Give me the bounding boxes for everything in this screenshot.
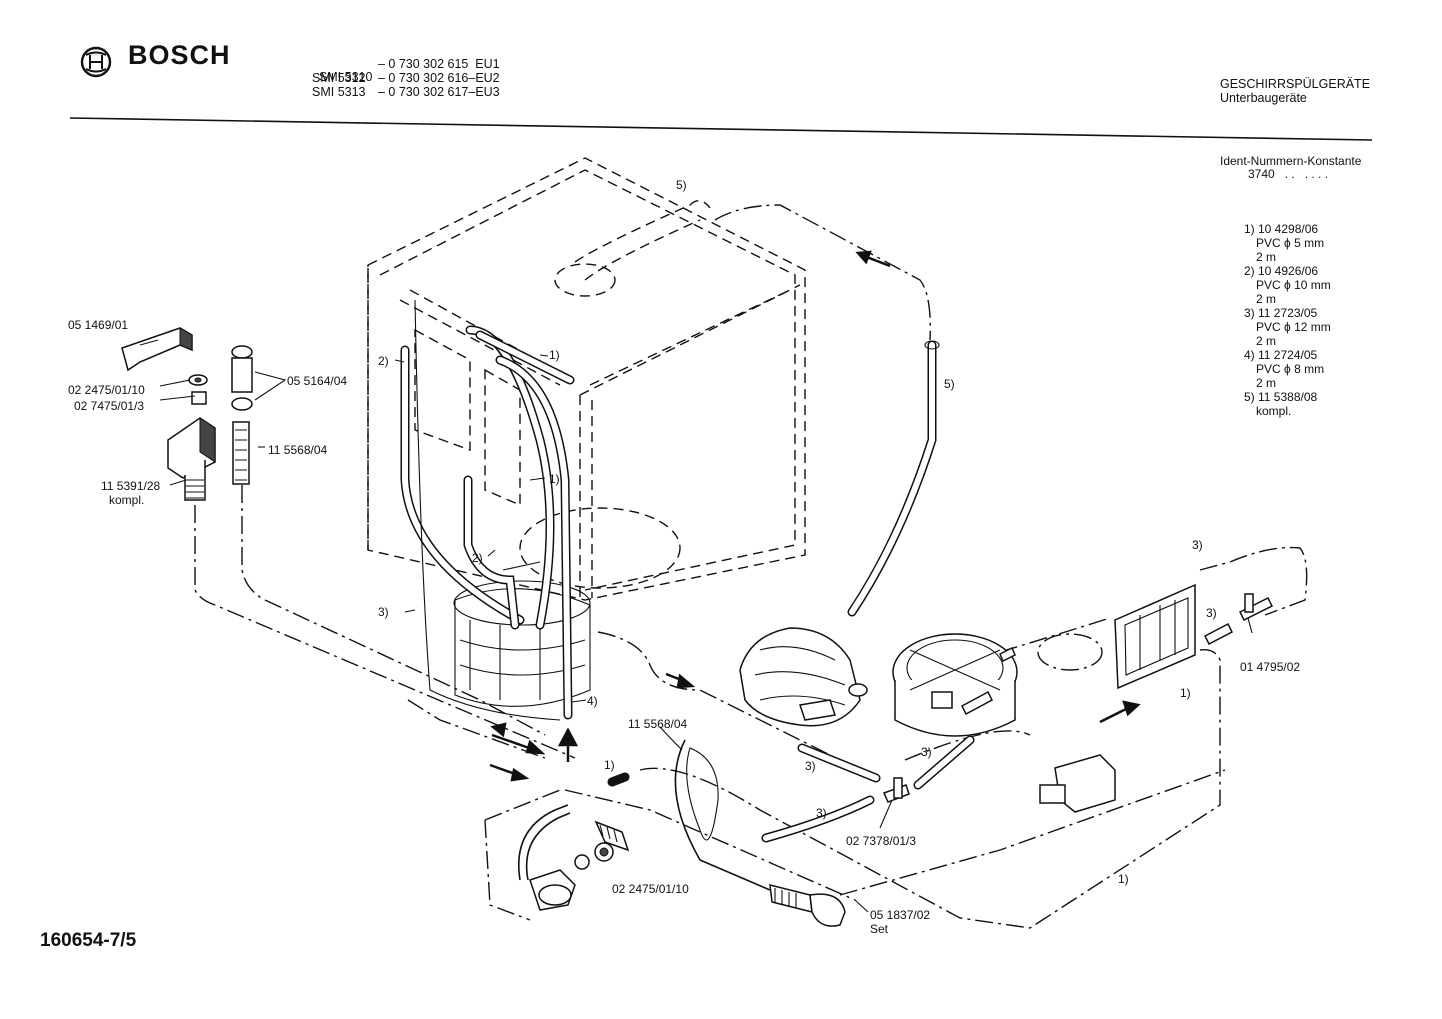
callout-1-mid: 1) bbox=[549, 472, 560, 486]
callout-3-bottom: 3) bbox=[816, 806, 827, 820]
part-label-027378: 02 7378/01/3 bbox=[846, 834, 917, 848]
part-label-115568-top: 11 5568/04 bbox=[268, 443, 328, 457]
callout-1-right: 1) bbox=[1180, 686, 1191, 700]
callout-1-far: 1) bbox=[1118, 872, 1129, 886]
part-label-115391: 11 5391/28 bbox=[101, 479, 161, 493]
tub-outline bbox=[367, 157, 806, 601]
flow-arrows bbox=[489, 672, 1141, 782]
part-label-051837-sub: Set bbox=[870, 922, 889, 936]
legend-key-4: 4) 11 2724/05 bbox=[1244, 348, 1318, 362]
legend-key-2: 2) 10 4926/06 bbox=[1244, 264, 1319, 278]
callout-3-left: 3) bbox=[378, 605, 389, 619]
hose-clamp-part bbox=[121, 327, 193, 372]
model-number-1: – 0 730 302 615 EU1 bbox=[378, 57, 500, 71]
callout-5-right: 5) bbox=[944, 377, 955, 391]
legend-spec-4: PVC ϕ 8 mm bbox=[1256, 362, 1325, 376]
circulation-pump-part bbox=[739, 627, 868, 727]
ident-value: 3740 . . . . . . bbox=[1248, 167, 1329, 181]
part-label-022475-top: 02 2475/01/10 bbox=[68, 383, 145, 397]
legend-len-2: 2 m bbox=[1256, 292, 1277, 306]
sump-assembly bbox=[453, 580, 591, 707]
callout-3-right-mid: 3) bbox=[1206, 606, 1217, 620]
document-number: 160654-7/5 bbox=[40, 930, 137, 951]
heater-sump-part bbox=[892, 633, 1018, 737]
part-label-115568-bottom: 11 5568/04 bbox=[628, 717, 688, 731]
part-label-022475-bottom: 02 2475/01/10 bbox=[612, 882, 689, 896]
model-name: SMI 5310 bbox=[318, 70, 373, 84]
inlet-fitting-part bbox=[518, 804, 630, 911]
legend-spec-3: PVC ϕ 12 mm bbox=[1256, 320, 1331, 334]
part-label-014795: 01 4795/02 bbox=[1240, 660, 1301, 674]
model-line-3: SMI 5313 bbox=[312, 85, 366, 99]
legend-key-3: 3) 11 2723/05 bbox=[1244, 306, 1318, 320]
water-softener-panel-part bbox=[1114, 583, 1196, 690]
connector-sleeve-part bbox=[231, 345, 253, 485]
callout-5-top: 5) bbox=[676, 178, 687, 192]
callout-1-tank: 1) bbox=[549, 348, 560, 362]
legend-spec-1: PVC ϕ 5 mm bbox=[1256, 236, 1325, 250]
callout-2-left: 2) bbox=[378, 354, 389, 368]
model-line-1: SMI 5310 bbox=[312, 58, 373, 84]
aquastop-valve-part bbox=[167, 391, 216, 501]
category-subtitle: Unterbaugeräte bbox=[1220, 91, 1307, 105]
model-number-3: – 0 730 302 617–EU3 bbox=[378, 85, 500, 99]
part-label-051469: 05 1469/01 bbox=[68, 318, 129, 332]
legend-spec-2: PVC ϕ 10 mm bbox=[1256, 278, 1331, 292]
brand-name: BOSCH bbox=[128, 40, 231, 70]
callout-3-pump-b: 3) bbox=[805, 759, 816, 773]
callout-1-bottom: 1) bbox=[604, 758, 615, 772]
callout-3-pump-a: 3) bbox=[921, 745, 932, 759]
legend-key-5: 5) 11 5388/08 bbox=[1244, 390, 1318, 404]
bosch-logo-icon bbox=[80, 46, 112, 78]
ident-title: Ident-Nummern-Konstante bbox=[1220, 154, 1362, 168]
part-label-055164: 05 5164/04 bbox=[287, 374, 348, 388]
legend-key-1: 1) 10 4298/06 bbox=[1244, 222, 1319, 236]
header-rule bbox=[69, 117, 1373, 141]
model-number-2: – 0 730 302 616–EU2 bbox=[378, 71, 500, 85]
legend-len-4: 2 m bbox=[1256, 376, 1277, 390]
legend-len-3: 2 m bbox=[1256, 334, 1277, 348]
legend-spec-5: kompl. bbox=[1256, 404, 1292, 418]
t-piece-right-part bbox=[1238, 593, 1274, 622]
drain-elbow-part bbox=[769, 884, 846, 927]
model-line-2: SMI 5312 bbox=[312, 71, 366, 85]
washer-part bbox=[188, 374, 208, 386]
callout-2-mid: 2) bbox=[472, 551, 483, 565]
legend-len-1: 2 m bbox=[1256, 250, 1277, 264]
callout-4: 4) bbox=[587, 694, 598, 708]
small-hose-right-part bbox=[961, 622, 1234, 716]
inlet-valve-part bbox=[1039, 754, 1116, 813]
callout-3-right-top: 3) bbox=[1192, 538, 1203, 552]
part-label-051837: 05 1837/02 bbox=[870, 908, 931, 922]
part-label-027475: 02 7475/01/3 bbox=[74, 399, 145, 413]
part-label-115391-sub: kompl. bbox=[109, 493, 145, 507]
t-piece-bottom-part bbox=[882, 777, 910, 803]
category-title: GESCHIRRSPÜLGERÄTE bbox=[1220, 77, 1371, 91]
